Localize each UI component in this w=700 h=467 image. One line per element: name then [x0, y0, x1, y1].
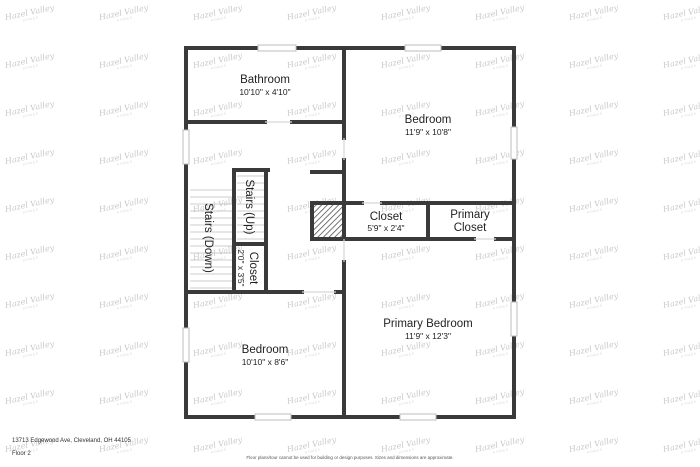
- windows: [182, 44, 518, 421]
- stairs-up-treads: [237, 175, 264, 240]
- window: [257, 44, 297, 52]
- exterior-wall: [184, 46, 516, 419]
- room-dims-closet: 5'9" x 2'4": [367, 223, 404, 233]
- window: [182, 129, 190, 165]
- room-name-bathroom: Bathroom: [240, 74, 290, 86]
- door-openings: [265, 121, 496, 293]
- address-text: 13713 Edgewood Ave, Cleveland, OH 44105: [12, 438, 131, 444]
- walls: [184, 46, 516, 419]
- room-name-primary-closet-1: Primary: [450, 209, 490, 221]
- room-dims-bedroom-bottom: 10'10" x 8'6": [242, 357, 289, 367]
- room-dims-small-closet: 2'0" x 3'5": [236, 249, 246, 286]
- room-name-bedroom-top: Bedroom: [405, 114, 452, 126]
- window: [510, 301, 518, 337]
- hatched-chase: [314, 205, 342, 237]
- room-name-primary-bedroom: Primary Bedroom: [383, 318, 472, 330]
- window: [254, 413, 292, 421]
- room-name-primary-closet-2: Closet: [454, 222, 487, 234]
- disclaimer-text: Floor plans/tour cannot be used for buil…: [246, 455, 454, 460]
- room-name-small-closet: Closet: [247, 252, 259, 285]
- window: [182, 327, 190, 363]
- room-dims-bedroom-top: 11'9" x 10'8": [405, 127, 451, 137]
- room-name-bedroom-bottom: Bedroom: [242, 344, 289, 356]
- stairs-down-treads: [190, 189, 232, 289]
- room-name-stairs-down: Stairs (Down): [202, 203, 214, 273]
- window: [510, 126, 518, 160]
- window: [404, 44, 442, 52]
- room-dims-bathroom: 10'10" x 4'10": [239, 87, 290, 97]
- room-dims-primary-bedroom: 11'9" x 12'3": [405, 331, 451, 341]
- room-name-closet: Closet: [370, 211, 403, 223]
- room-name-stairs-up: Stairs (Up): [243, 180, 255, 235]
- window: [399, 413, 437, 421]
- floor-label: Floor 2: [12, 451, 31, 457]
